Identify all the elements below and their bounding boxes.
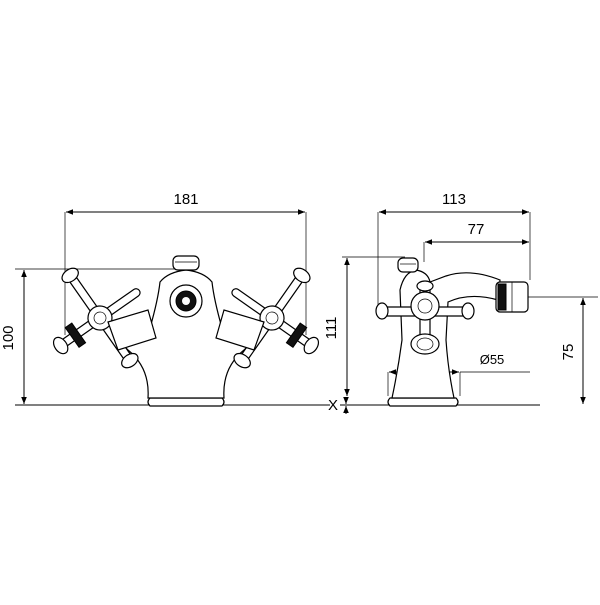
side-height-dimension: 111 [323,256,405,396]
front-width-label: 181 [173,191,198,208]
front-left-valve [107,309,157,351]
front-right-valve [215,309,265,351]
side-depth-dimension: 113 [377,191,531,305]
side-handle [375,280,475,355]
front-height-label: 100 [0,325,17,350]
side-reach-dimension: 77 [423,221,529,262]
front-view: 181 100 [0,191,330,407]
deck-thickness-marker: X [328,397,349,414]
side-view: X 111 113 77 75 [323,191,598,414]
front-height-dimension: 100 [0,268,180,404]
side-spout-height-dimension: 75 [518,296,598,404]
side-spout-height-label: 75 [560,344,577,361]
front-tap-body [117,255,255,407]
side-depth-label: 113 [442,191,466,208]
side-tap-body [387,257,529,407]
side-diameter-label: Ø55 [480,352,505,367]
deck-thickness-label: X [328,397,338,414]
side-reach-label: 77 [468,221,485,238]
front-width-dimension: 181 [64,191,307,335]
side-height-label: 111 [323,317,340,340]
